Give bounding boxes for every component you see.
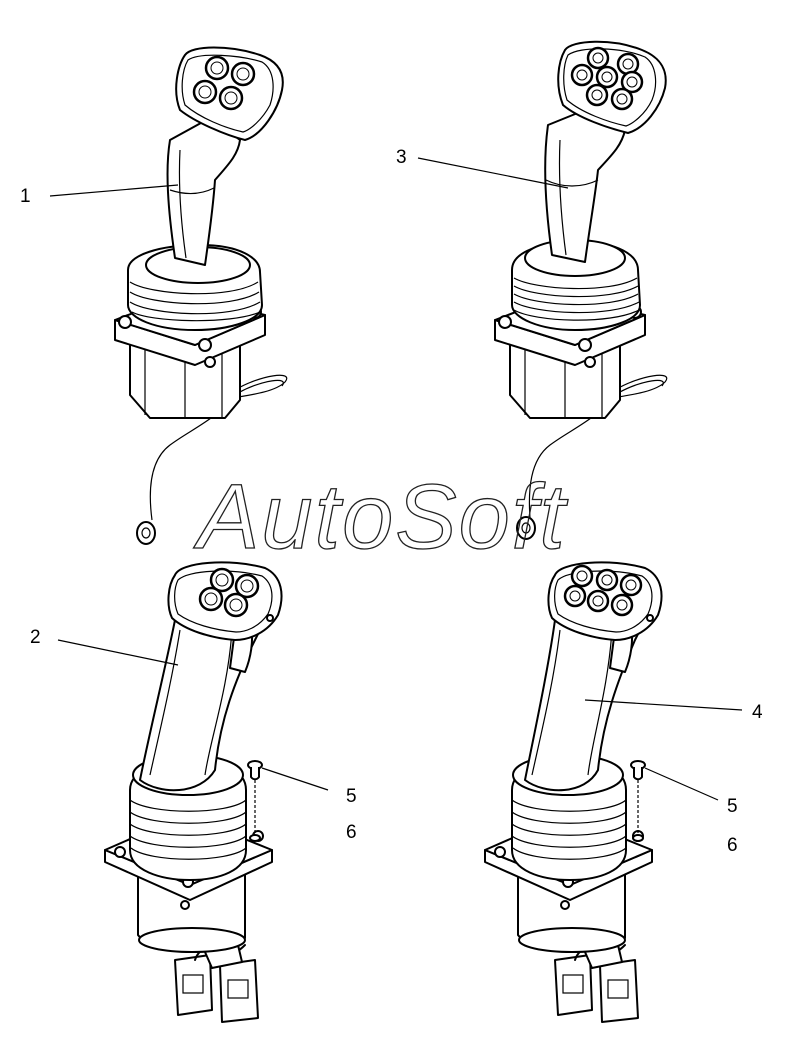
joystick-2 <box>104 561 283 1023</box>
callout-2: 2 <box>30 627 41 648</box>
callout-1: 1 <box>20 186 31 207</box>
callout-3: 3 <box>396 147 407 168</box>
leader-lines <box>49 157 743 801</box>
callout-5-left: 5 <box>346 786 357 807</box>
callout-4: 4 <box>752 702 763 723</box>
callout-6-left: 6 <box>346 822 357 843</box>
joystick-1 <box>114 46 288 545</box>
joystick-4 <box>484 561 663 1023</box>
joystick-3 <box>494 40 668 540</box>
callout-6-right: 6 <box>727 835 738 856</box>
watermark-text: AutoSoft <box>193 466 568 568</box>
callout-5-right: 5 <box>727 796 738 817</box>
